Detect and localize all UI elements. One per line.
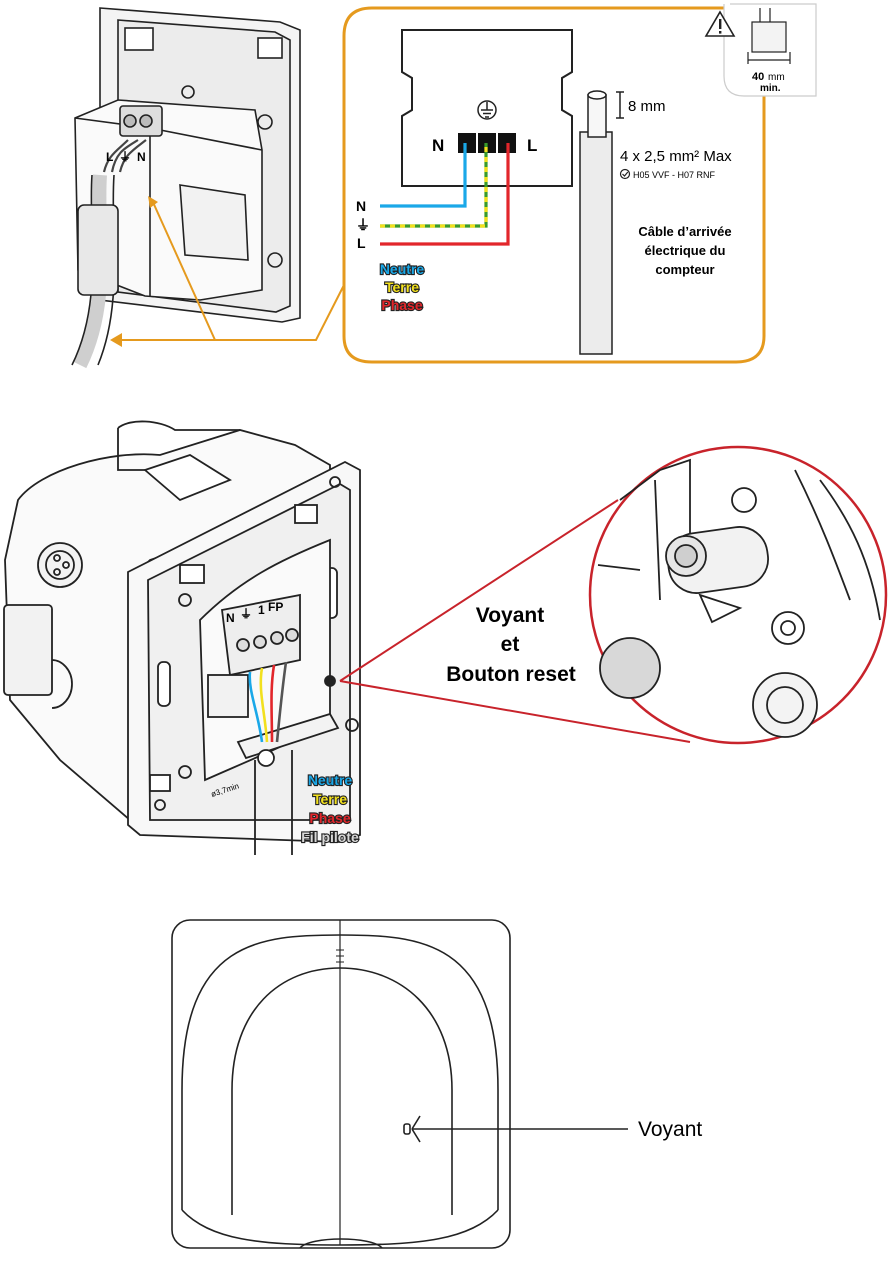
cable-caption-3: compteur bbox=[655, 262, 714, 277]
voyant-pointer bbox=[411, 1115, 628, 1143]
earth-symbol-circle bbox=[477, 100, 497, 120]
top-device-drawing bbox=[71, 7, 301, 369]
wire-label-l: L bbox=[357, 235, 366, 251]
thermostat-box-drawing bbox=[3, 420, 361, 855]
check-icon bbox=[619, 168, 631, 180]
legend-neutre-middle: Neutre bbox=[308, 772, 353, 788]
callout-line-2: et bbox=[501, 633, 520, 656]
depth-value: 40 bbox=[752, 71, 764, 83]
cable-norm: H05 VVF - H07 RNF bbox=[633, 170, 716, 180]
middle-terminal-one: 1 bbox=[258, 603, 265, 617]
middle-terminal-n: N bbox=[226, 611, 235, 625]
orange-callout-arrows bbox=[112, 199, 345, 341]
cable-caption-1: Câble d’arrivée bbox=[638, 224, 731, 239]
device-terminal-n: N bbox=[137, 150, 146, 164]
device-terminal-l: L bbox=[106, 150, 113, 164]
terminal-label-n: N bbox=[432, 136, 444, 155]
legend-phase-top: Phase bbox=[381, 297, 422, 313]
zoom-circle bbox=[588, 445, 888, 745]
wire-neutral bbox=[380, 143, 467, 208]
legend-terre-middle: Terre bbox=[313, 791, 347, 807]
depth-dimension-drawing bbox=[747, 8, 791, 64]
cable-spec: 4 x 2,5 mm² Max bbox=[620, 148, 732, 165]
cable-drawing bbox=[579, 90, 624, 355]
depth-unit: mm bbox=[768, 72, 785, 83]
middle-terminal-fp: FP bbox=[268, 600, 283, 614]
legend-pilote-middle: Fil pilote bbox=[301, 829, 359, 845]
zoom-detail-drawing bbox=[597, 458, 881, 738]
wire-label-n: N bbox=[356, 198, 366, 214]
orange-arrowhead-cable bbox=[110, 333, 122, 347]
middle-terminal-earth: ⏚ bbox=[240, 607, 252, 621]
wire-earth-yellow bbox=[380, 143, 488, 228]
terminal-n bbox=[458, 133, 476, 153]
voyant-label: Voyant bbox=[638, 1118, 702, 1141]
front-cover-drawing bbox=[171, 919, 511, 1249]
legend-phase-middle: Phase bbox=[309, 810, 350, 826]
legend-neutre-top: Neutre bbox=[380, 261, 425, 277]
wire-label-earth: ⏚ bbox=[356, 217, 370, 233]
wire-phase bbox=[380, 143, 510, 246]
device-terminal-earth: ⏚ bbox=[119, 150, 131, 164]
middle-wires bbox=[248, 661, 288, 743]
legend-terre-top: Terre bbox=[385, 279, 419, 295]
orange-arrowhead-terminal bbox=[148, 196, 158, 208]
strip-length: 8 mm bbox=[628, 98, 666, 115]
callout-line-3: Bouton reset bbox=[446, 663, 576, 686]
red-callout-lines bbox=[339, 499, 691, 743]
cable-caption-2: électrique du bbox=[645, 243, 726, 258]
callout-line-1: Voyant bbox=[476, 604, 544, 627]
depth-min: min. bbox=[760, 83, 781, 94]
terminal-label-l: L bbox=[527, 136, 537, 155]
warning-triangle-icon bbox=[704, 10, 736, 37]
